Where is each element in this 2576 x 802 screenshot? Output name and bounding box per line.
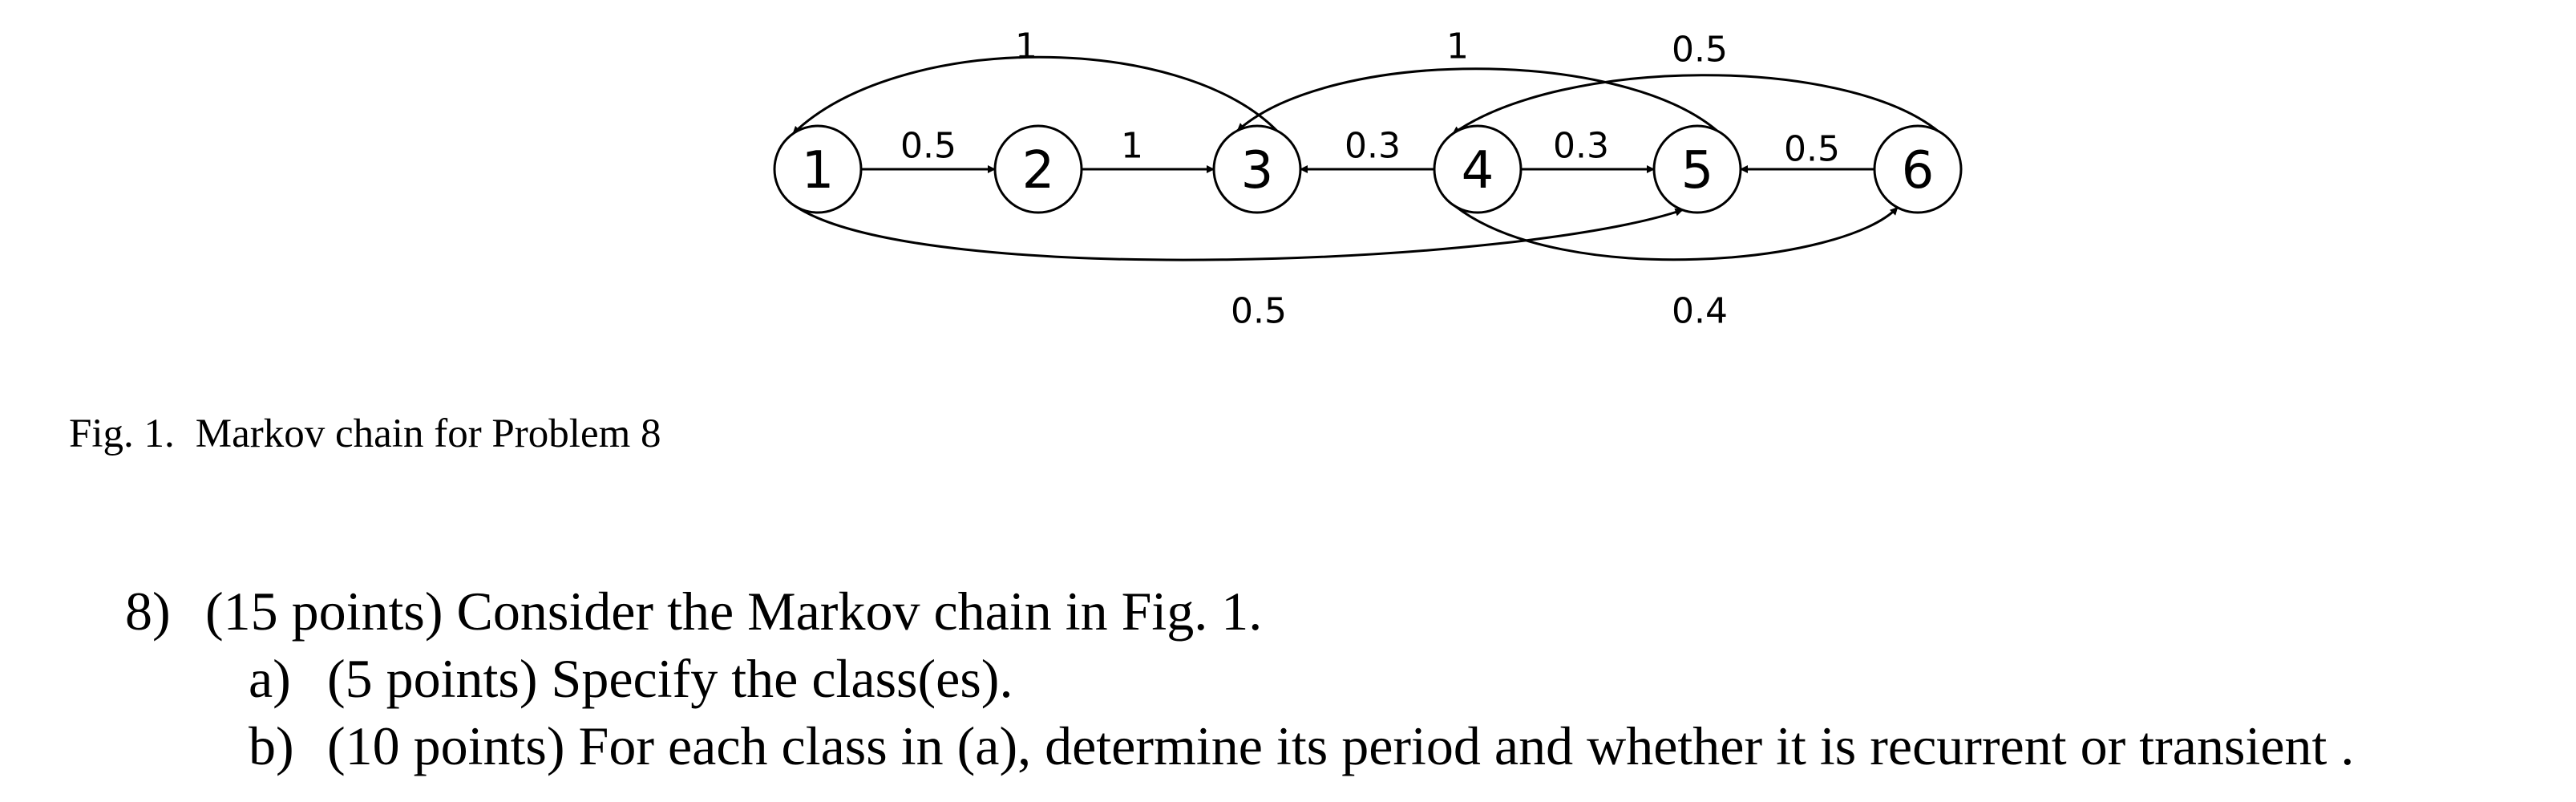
edge-label-1-to-5: 0.5 [1231,291,1287,332]
state-node-5 [1652,124,1742,214]
problem-text: (15 points) Consider the Markov chain in… [205,581,1263,642]
state-node-1 [773,124,863,214]
state-node-6 [1873,124,1963,214]
state-label-5: 5 [1681,141,1714,200]
state-node-2 [993,124,1083,214]
edge-label-4-to-5: 0.3 [1553,126,1609,167]
edge-3-to-1 [791,55,1278,135]
figure-caption-text: Markov chain for Problem 8 [195,411,661,456]
state-node-4 [1433,124,1523,214]
problem-part-b: b) (10 points) For each class in (a), det… [249,712,2354,780]
part-b-text: (10 points) For each class in (a), deter… [327,715,2355,776]
edge-label-6-to-5: 0.5 [1784,129,1840,170]
edge-1-to-5 [795,205,1684,261]
part-b-label: b) [249,715,294,776]
problem-number: 8) [125,581,171,642]
edge-label-6-to-4: 0.5 [1672,30,1728,71]
edge-label-4-to-6: 0.4 [1672,291,1728,332]
state-node-3 [1212,124,1302,214]
state-label-1: 1 [802,141,835,200]
figure-number: Fig. 1. [69,411,175,456]
markov-chain-diagram: 0.5 1 1 0.3 0.3 1 0.5 0.5 0.5 0.4 1 2 3 4 5 6 [773,26,1963,332]
part-a-text: (5 points) Specify the class(es). [327,648,1013,709]
state-label-2: 2 [1022,141,1055,200]
edge-6-to-4 [1452,74,1939,135]
edge-label-5-to-3: 1 [1446,26,1469,67]
state-label-4: 4 [1462,141,1494,200]
problem-part-a: a) (5 points) Specify the class(es). [249,645,1013,712]
state-label-6: 6 [1902,141,1935,200]
problem-heading: 8) (15 points) Consider the Markov chain … [125,577,1262,645]
figure-caption: Fig. 1. Markov chain for Problem 8 [69,411,661,457]
edge-label-1-to-2: 0.5 [900,126,956,167]
edge-label-4-to-3: 0.3 [1345,126,1401,167]
edge-label-3-to-1: 1 [1015,26,1037,67]
edge-5-to-3 [1236,67,1718,132]
edge-4-to-6 [1455,205,1899,261]
part-a-label: a) [249,648,291,709]
edge-label-2-to-3: 1 [1121,126,1143,167]
state-label-3: 3 [1241,141,1274,200]
